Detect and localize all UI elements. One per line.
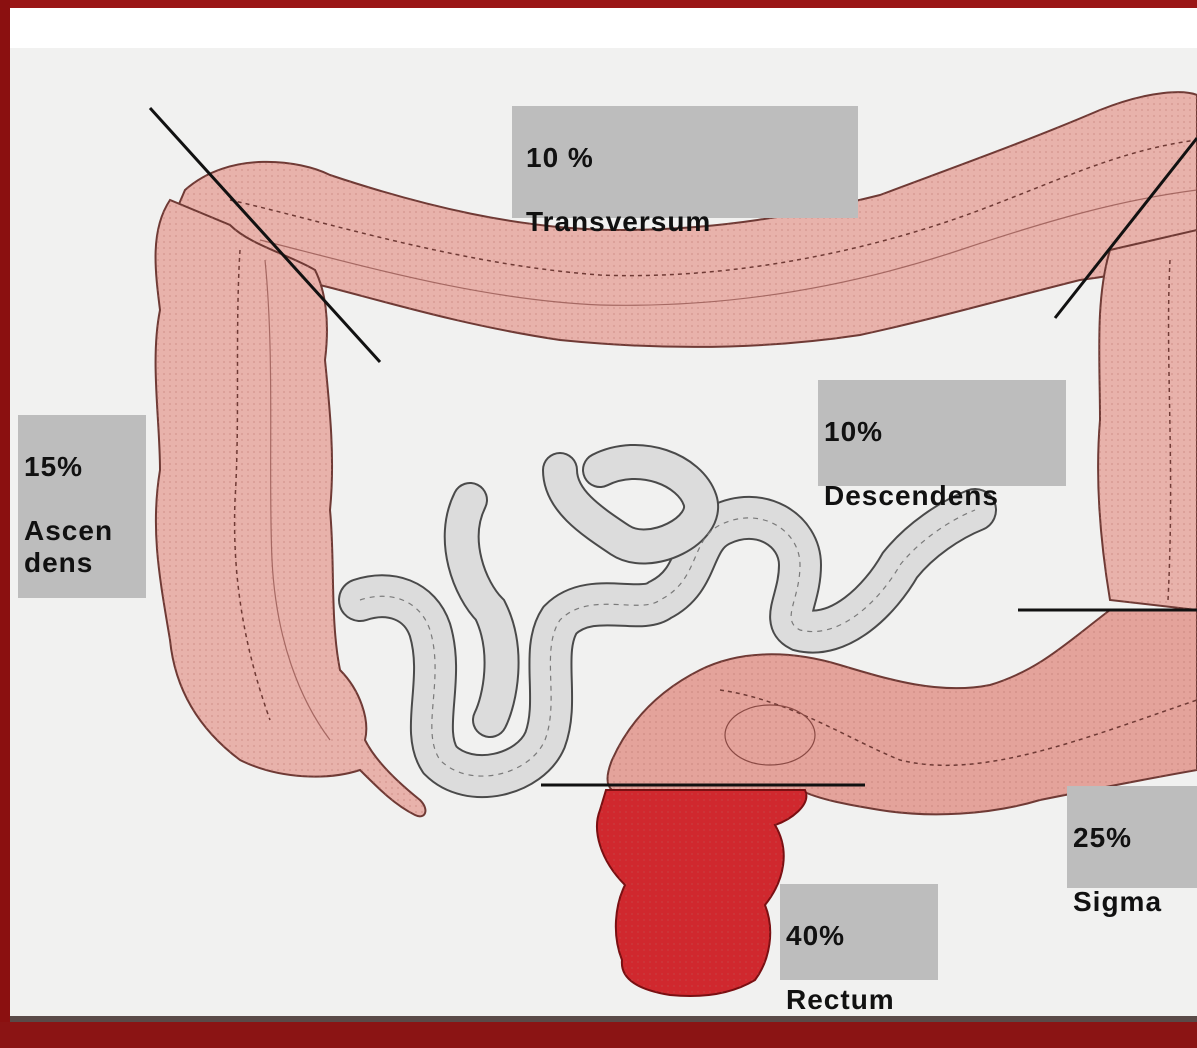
- label-descendens-percent: 10%: [824, 416, 1060, 448]
- label-ascendens: 15% Ascen dens: [18, 415, 146, 598]
- label-rectum: 40% Rectum: [780, 884, 938, 980]
- rectum-texture: [597, 790, 806, 996]
- descending-colon-texture: [1098, 230, 1197, 610]
- rectum: [597, 790, 806, 996]
- label-rectum-name: Rectum: [786, 984, 932, 1016]
- label-ascendens-name: Ascen dens: [24, 515, 140, 579]
- label-sigma-percent: 25%: [1073, 822, 1191, 854]
- diagram-slide: 10 % Transversum 10% Descendens 15% Asce…: [0, 0, 1197, 1022]
- label-ascendens-percent: 15%: [24, 451, 140, 483]
- label-rectum-percent: 40%: [786, 920, 932, 952]
- label-sigma-name: Sigma: [1073, 886, 1191, 918]
- label-transversum: 10 % Transversum: [512, 106, 858, 218]
- label-descendens: 10% Descendens: [818, 380, 1066, 486]
- label-transversum-name: Transversum: [526, 206, 852, 238]
- label-descendens-name: Descendens: [824, 480, 1060, 512]
- label-transversum-percent: 10 %: [526, 142, 852, 174]
- label-sigma: 25% Sigma: [1067, 786, 1197, 888]
- descending-colon: [1098, 230, 1197, 610]
